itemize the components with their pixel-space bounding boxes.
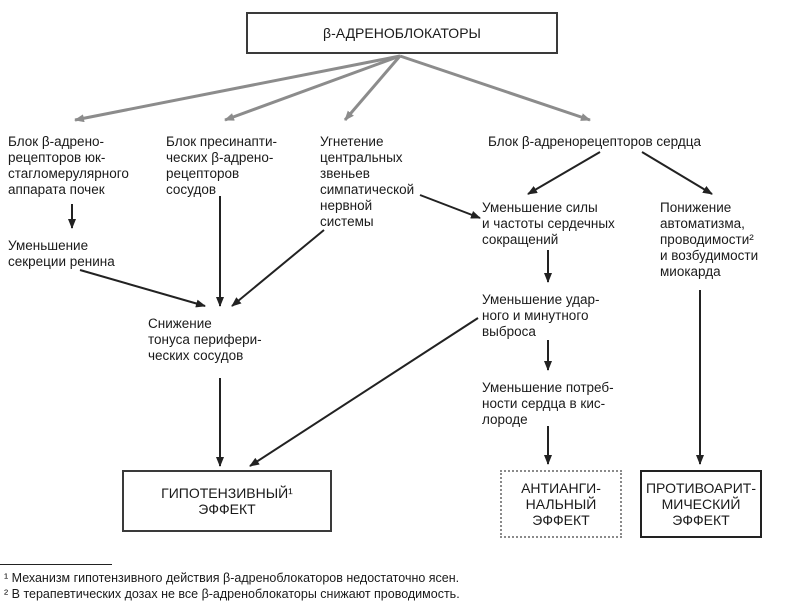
footnote-divider <box>0 564 112 565</box>
arrow-cns-to-tone <box>231 229 325 307</box>
arrow-heart-to-contractions <box>527 151 601 195</box>
node-oxygen-demand: Уменьшение потреб- ности сердца в кис- л… <box>482 380 614 427</box>
footnote-1: ¹ Механизм гипотензивного действия β-адр… <box>4 571 460 585</box>
arrow-cns-to-contractions <box>419 194 481 219</box>
title-box: β-АДРЕНОБЛОКАТОРЫ <box>246 12 558 54</box>
node-renin-decrease: Уменьшение секреции ренина <box>8 238 115 269</box>
node-contractions-decrease: Уменьшение силы и частоты сердечных сокр… <box>482 200 615 247</box>
effect-hypotensive: ГИПОТЕНЗИВНЫЙ¹ ЭФФЕКТ <box>122 470 332 532</box>
footnote-2: ² В терапевтических дозах не все β-адрен… <box>4 587 460 601</box>
node-juxtaglomerular-block: Блок β-адрено- рецепторов юк- стагломеру… <box>8 134 129 197</box>
arrow-title-to-juxtaglomerular <box>74 54 401 123</box>
node-vascular-tone: Снижение тонуса перифери- ческих сосудов <box>148 316 262 363</box>
arrow-title-to-cns <box>343 55 402 121</box>
arrow-renin-to-tone <box>79 269 206 308</box>
arrow-heart-to-automatism <box>641 151 713 195</box>
effect-antianginal: АНТИАНГИ- НАЛЬНЫЙ ЭФФЕКТ <box>500 470 622 538</box>
node-heart-block: Блок β-адренорецепторов сердца <box>488 134 701 149</box>
arrow-title-to-presynaptic <box>224 54 401 122</box>
arrow-output-to-hypotensive <box>249 317 479 467</box>
node-cardiac-output: Уменьшение удар- ного и минутного выброс… <box>482 292 600 339</box>
node-cns-inhibition: Угнетение центральных звеньев симпатичес… <box>320 134 415 229</box>
node-automatism-decrease: Понижение автоматизма, проводимости² и в… <box>660 200 759 279</box>
node-presynaptic-block: Блок пресинапти- ческих β-адрено- рецепт… <box>166 134 278 197</box>
effect-antiarrhythmic: ПРОТИВОАРИТ- МИЧЕСКИЙ ЭФФЕКТ <box>640 470 762 538</box>
arrow-title-to-heart <box>399 54 591 122</box>
